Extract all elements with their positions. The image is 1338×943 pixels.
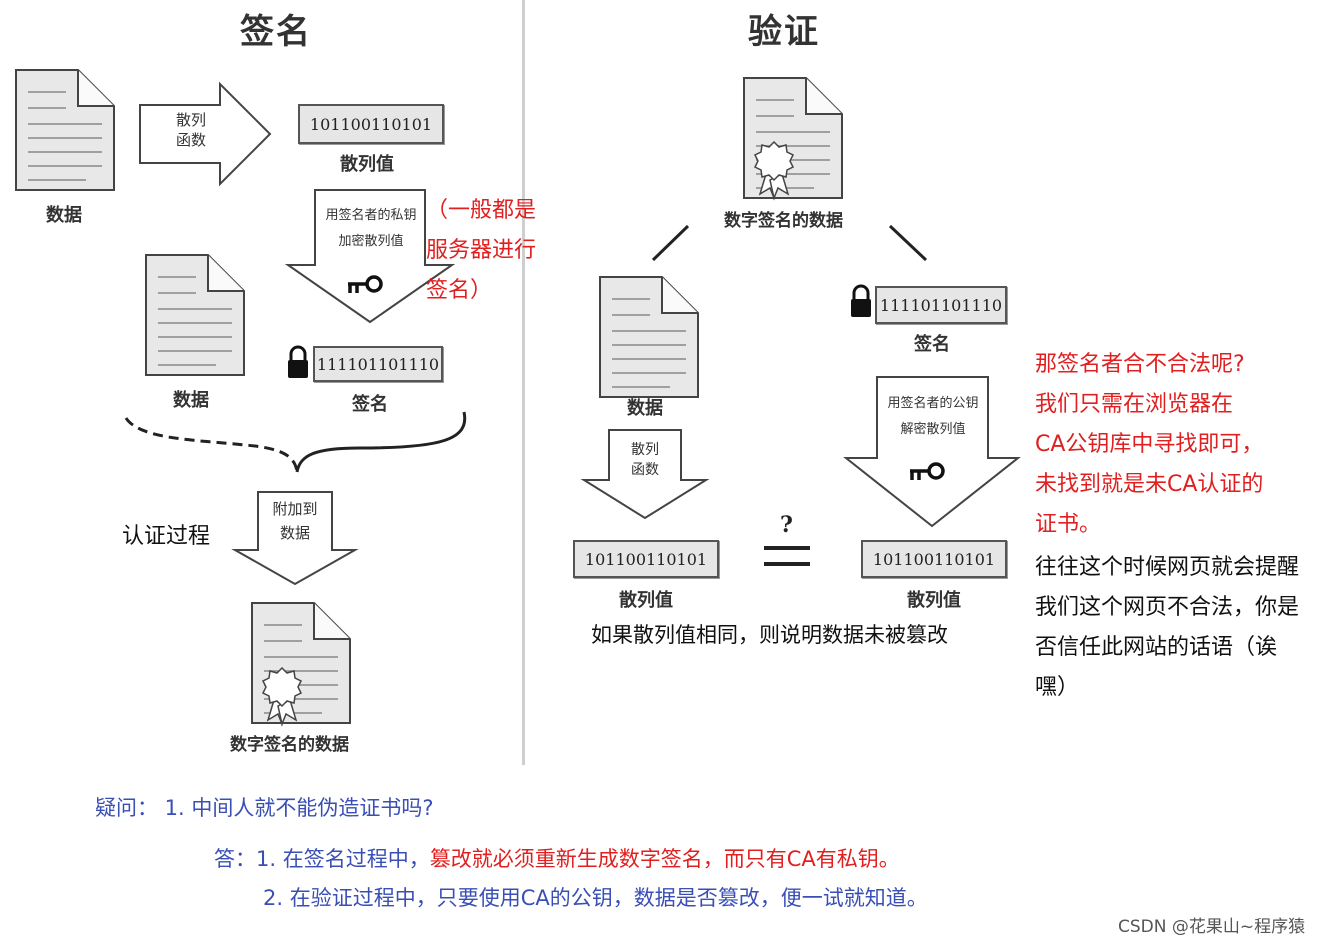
split-line-right — [888, 224, 928, 262]
decrypt-arrow — [843, 376, 1021, 528]
hash-value-box: 101100110101 — [298, 104, 444, 144]
red-note-line2: 我们只需在浏览器在 — [1035, 392, 1234, 417]
server-note-line3: 签名） — [426, 278, 493, 303]
red-note-line3: CA公钥库中寻找即可， — [1035, 432, 1264, 457]
attach-line2: 数据 — [279, 524, 310, 542]
red-note-line5: 证书。 — [1035, 512, 1102, 537]
dashed-connector — [124, 417, 299, 473]
document-icon-verify — [599, 276, 699, 398]
encrypt-arrow — [284, 189, 456, 324]
black-note-line3: 否信任此网站的话语（诶 — [1035, 635, 1278, 660]
hash-func-line2: 函数 — [175, 131, 206, 149]
signature-box: 111101101110 — [313, 346, 443, 382]
signed-data-label-verify: 数字签名的数据 — [724, 211, 843, 231]
split-line-left — [651, 224, 690, 262]
signature-label: 签名 — [352, 394, 388, 415]
hash-value-label-left: 散列值 — [619, 590, 673, 611]
decrypt-line2: 解密散列值 — [900, 422, 966, 437]
answer-1-prefix: 答：1. 在签名过程中， — [214, 847, 430, 871]
seal-icon-verify — [754, 141, 794, 199]
signature-box-verify: 111101101110 — [875, 286, 1007, 324]
lock-icon-verify — [849, 284, 873, 319]
hash-func-verify-line1: 散列 — [631, 442, 659, 458]
decrypt-line1: 用签名者的公钥 — [887, 396, 979, 411]
answer-2: 2. 在验证过程中，只要使用CA的公钥，数据是否篡改，便一试就知道。 — [263, 886, 928, 910]
auth-process-label: 认证过程 — [122, 524, 211, 549]
hash-function-arrow-verify — [580, 429, 710, 520]
hash-func-verify-line2: 函数 — [631, 462, 659, 478]
black-note-line1: 往往这个时候网页就会提醒 — [1035, 555, 1300, 580]
attach-arrow — [231, 491, 359, 586]
hash-value-box-right: 101100110101 — [861, 540, 1007, 578]
question-mark: ? — [780, 512, 793, 538]
seal-icon — [262, 667, 302, 725]
hash-function-arrow — [139, 81, 272, 187]
equals-bar-bottom — [764, 562, 810, 566]
answer-1-highlight: 篡改就必须重新生成数字签名，而只有CA有私钥。 — [429, 847, 900, 871]
hash-value-label: 散列值 — [340, 154, 394, 175]
watermark: CSDN @花果山~程序猿 — [1118, 917, 1306, 937]
encrypt-line1: 用签名者的私钥 — [325, 208, 417, 223]
data-label: 数据 — [46, 205, 82, 226]
signed-document-icon-verify — [743, 77, 843, 199]
document-icon-2 — [145, 254, 245, 376]
black-note-line4: 嘿） — [1035, 675, 1080, 700]
hash-func-line1: 散列 — [175, 111, 206, 129]
hash-value-box-left: 101100110101 — [573, 540, 719, 578]
data-label-2: 数据 — [173, 390, 209, 411]
sign-title: 签名 — [240, 12, 312, 52]
equals-bar-top — [764, 546, 810, 550]
signature-label-verify: 签名 — [914, 334, 950, 355]
red-note-line1: 那签名者合不合法呢? — [1035, 352, 1245, 377]
hash-value-label-right: 散列值 — [907, 590, 961, 611]
data-label-verify: 数据 — [627, 398, 663, 419]
lock-icon — [286, 345, 310, 380]
answer-1: 答：1. 在签名过程中，篡改就必须重新生成数字签名，而只有CA有私钥。 — [214, 843, 900, 873]
verify-title: 验证 — [748, 12, 820, 52]
document-icon — [15, 69, 115, 191]
signed-document-icon — [251, 602, 351, 724]
solid-connector — [295, 411, 467, 473]
attach-line1: 附加到 — [272, 500, 318, 518]
encrypt-line2: 加密散列值 — [338, 234, 404, 249]
server-note-line1: （一般都是 — [426, 198, 537, 223]
black-note-line2: 我们这个网页不合法，你是 — [1035, 595, 1300, 620]
signed-data-label: 数字签名的数据 — [230, 735, 349, 755]
conclusion-text: 如果散列值相同，则说明数据未被篡改 — [591, 623, 948, 647]
red-note-line4: 未找到就是未CA认证的 — [1035, 472, 1264, 497]
section-divider — [522, 0, 525, 765]
question-text: 疑问： 1. 中间人就不能伪造证书吗? — [95, 796, 434, 820]
server-note-line2: 服务器进行 — [426, 238, 537, 263]
